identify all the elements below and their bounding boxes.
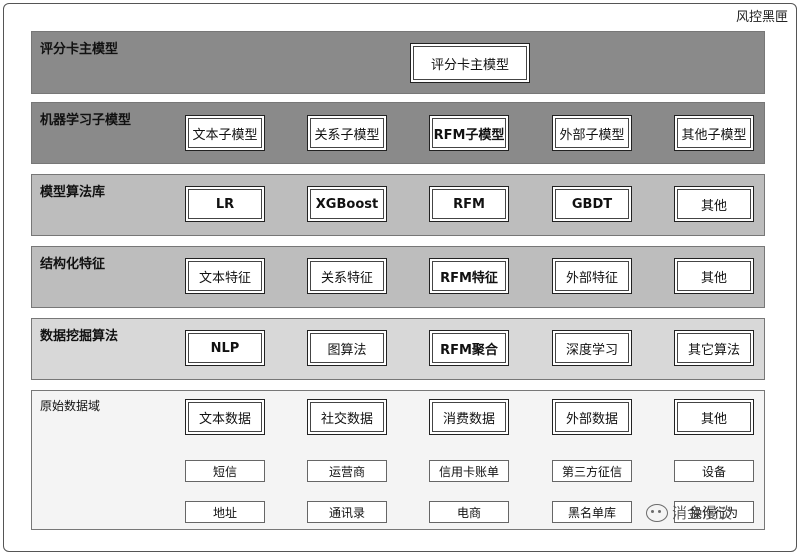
node-consumption-data: 消费数据 bbox=[429, 399, 509, 435]
node-rfm: RFM bbox=[429, 186, 509, 222]
layer-label: 评分卡主模型 bbox=[40, 42, 119, 57]
corner-title: 风控黑匣 bbox=[735, 10, 788, 25]
node-relation-submodel: 关系子模型 bbox=[307, 115, 387, 151]
watermark: 消金漫谈 bbox=[646, 502, 732, 523]
tag-sms: 短信 bbox=[185, 460, 265, 482]
layer-label: 数据挖掘算法 bbox=[40, 329, 119, 344]
node-external-submodel: 外部子模型 bbox=[552, 115, 632, 151]
watermark-text: 消金漫谈 bbox=[672, 504, 733, 522]
node-rfm-aggregate: RFM聚合 bbox=[429, 330, 509, 366]
tag-contacts: 通讯录 bbox=[307, 501, 387, 523]
node-gbdt: GBDT bbox=[552, 186, 632, 222]
layer-label: 原始数据域 bbox=[40, 399, 101, 413]
tag-carrier: 运营商 bbox=[307, 460, 387, 482]
node-external-data: 外部数据 bbox=[552, 399, 632, 435]
tag-operation-behavior: 操作行为 bbox=[674, 501, 754, 523]
node-rfm-submodel: RFM子模型 bbox=[429, 115, 509, 151]
layer-structured-features: 结构化特征 文本特征 关系特征 RFM特征 外部特征 其他 bbox=[31, 246, 765, 308]
node-xgboost: XGBoost bbox=[307, 186, 387, 222]
node-text-feature: 文本特征 bbox=[185, 258, 265, 294]
node-graph-algo: 图算法 bbox=[307, 330, 387, 366]
node-other-submodel: 其他子模型 bbox=[674, 115, 754, 151]
tag-ecommerce: 电商 bbox=[429, 501, 509, 523]
node-text-submodel: 文本子模型 bbox=[185, 115, 265, 151]
node-rfm-feature: RFM特征 bbox=[429, 258, 509, 294]
layer-data-mining: 数据挖掘算法 NLP 图算法 RFM聚合 深度学习 其它算法 bbox=[31, 318, 765, 380]
node-other-feature: 其他 bbox=[674, 258, 754, 294]
node-scorecard-main: 评分卡主模型 bbox=[410, 43, 530, 83]
layer-ml-submodels: 机器学习子模型 文本子模型 关系子模型 RFM子模型 外部子模型 其他子模型 bbox=[31, 102, 765, 164]
tag-credit-card-bill: 信用卡账单 bbox=[429, 460, 509, 482]
node-deep-learning: 深度学习 bbox=[552, 330, 632, 366]
node-other-mining: 其它算法 bbox=[674, 330, 754, 366]
node-nlp: NLP bbox=[185, 330, 265, 366]
node-relation-feature: 关系特征 bbox=[307, 258, 387, 294]
tag-address: 地址 bbox=[185, 501, 265, 523]
node-external-feature: 外部特征 bbox=[552, 258, 632, 294]
node-text-data: 文本数据 bbox=[185, 399, 265, 435]
node-other-data: 其他 bbox=[674, 399, 754, 435]
wechat-icon bbox=[646, 503, 668, 522]
node-social-data: 社交数据 bbox=[307, 399, 387, 435]
tag-third-party-credit: 第三方征信 bbox=[552, 460, 632, 482]
layer-label: 结构化特征 bbox=[40, 257, 106, 272]
tag-device: 设备 bbox=[674, 460, 754, 482]
layer-raw-data: 原始数据域 文本数据 社交数据 消费数据 外部数据 其他 短信 运营商 信用卡账… bbox=[31, 390, 765, 530]
layer-label: 模型算法库 bbox=[40, 185, 106, 200]
layer-scorecard-main: 评分卡主模型 评分卡主模型 bbox=[31, 31, 765, 94]
node-lr: LR bbox=[185, 186, 265, 222]
layer-label: 机器学习子模型 bbox=[40, 113, 132, 128]
node-other-algo: 其他 bbox=[674, 186, 754, 222]
layer-model-algorithms: 模型算法库 LR XGBoost RFM GBDT 其他 bbox=[31, 174, 765, 236]
tag-blacklist: 黑名单库 bbox=[552, 501, 632, 523]
